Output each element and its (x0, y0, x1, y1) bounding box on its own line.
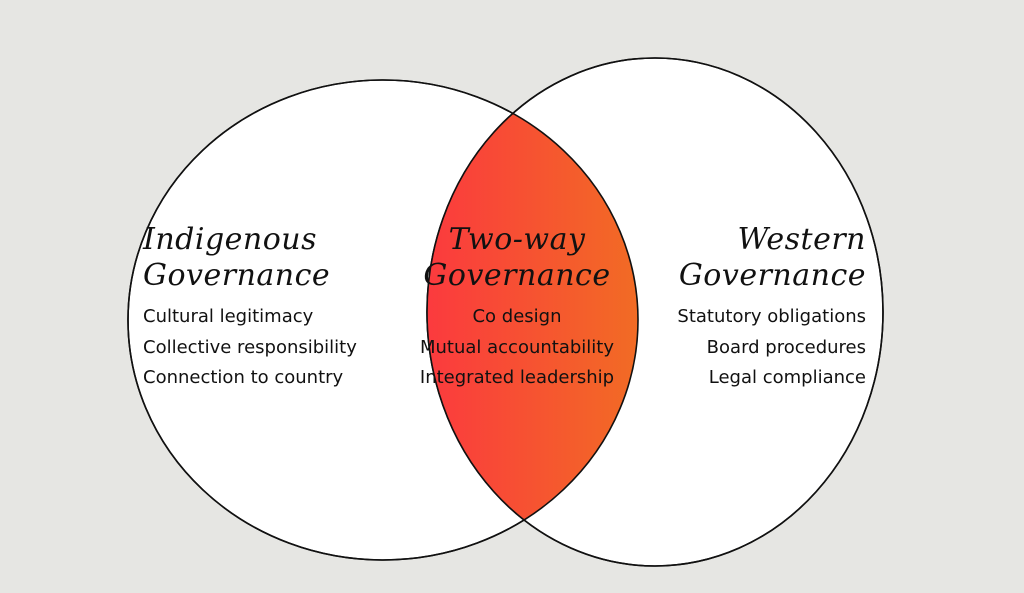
two-way-governance-list: Co design Mutual accountability Integrat… (395, 302, 639, 394)
list-item: Board procedures (706, 336, 866, 358)
western-governance-list: Statutory obligations Board procedures L… (677, 302, 866, 394)
left-circle-outline (127, 79, 639, 561)
overlap-region (427, 80, 638, 560)
list-item: Statutory obligations (677, 306, 866, 327)
western-governance-title: Western Governance (679, 222, 866, 294)
list-item: Co design (472, 306, 562, 327)
list-item: Integrated leadership (419, 367, 615, 388)
left-title-line2: Governance (143, 258, 331, 293)
two-way-governance-title: Two-way Governance (395, 222, 639, 294)
right-circle-outline (426, 57, 884, 567)
list-item: Collective responsibility (143, 336, 357, 358)
center-title-line2: Governance (423, 258, 611, 293)
left-title-line1: Indigenous (143, 222, 318, 257)
center-title-line1: Two-way (448, 222, 586, 257)
right-title-line2: Governance (678, 258, 866, 293)
indigenous-governance-list: Cultural legitimacy Collective responsib… (143, 302, 357, 394)
list-item: Mutual accountability (419, 336, 615, 358)
indigenous-governance-title: Indigenous Governance (143, 222, 330, 294)
right-title-line1: Western (737, 222, 866, 257)
list-item: Connection to country (143, 367, 344, 388)
list-item: Legal compliance (708, 367, 866, 388)
list-item: Cultural legitimacy (143, 306, 314, 327)
